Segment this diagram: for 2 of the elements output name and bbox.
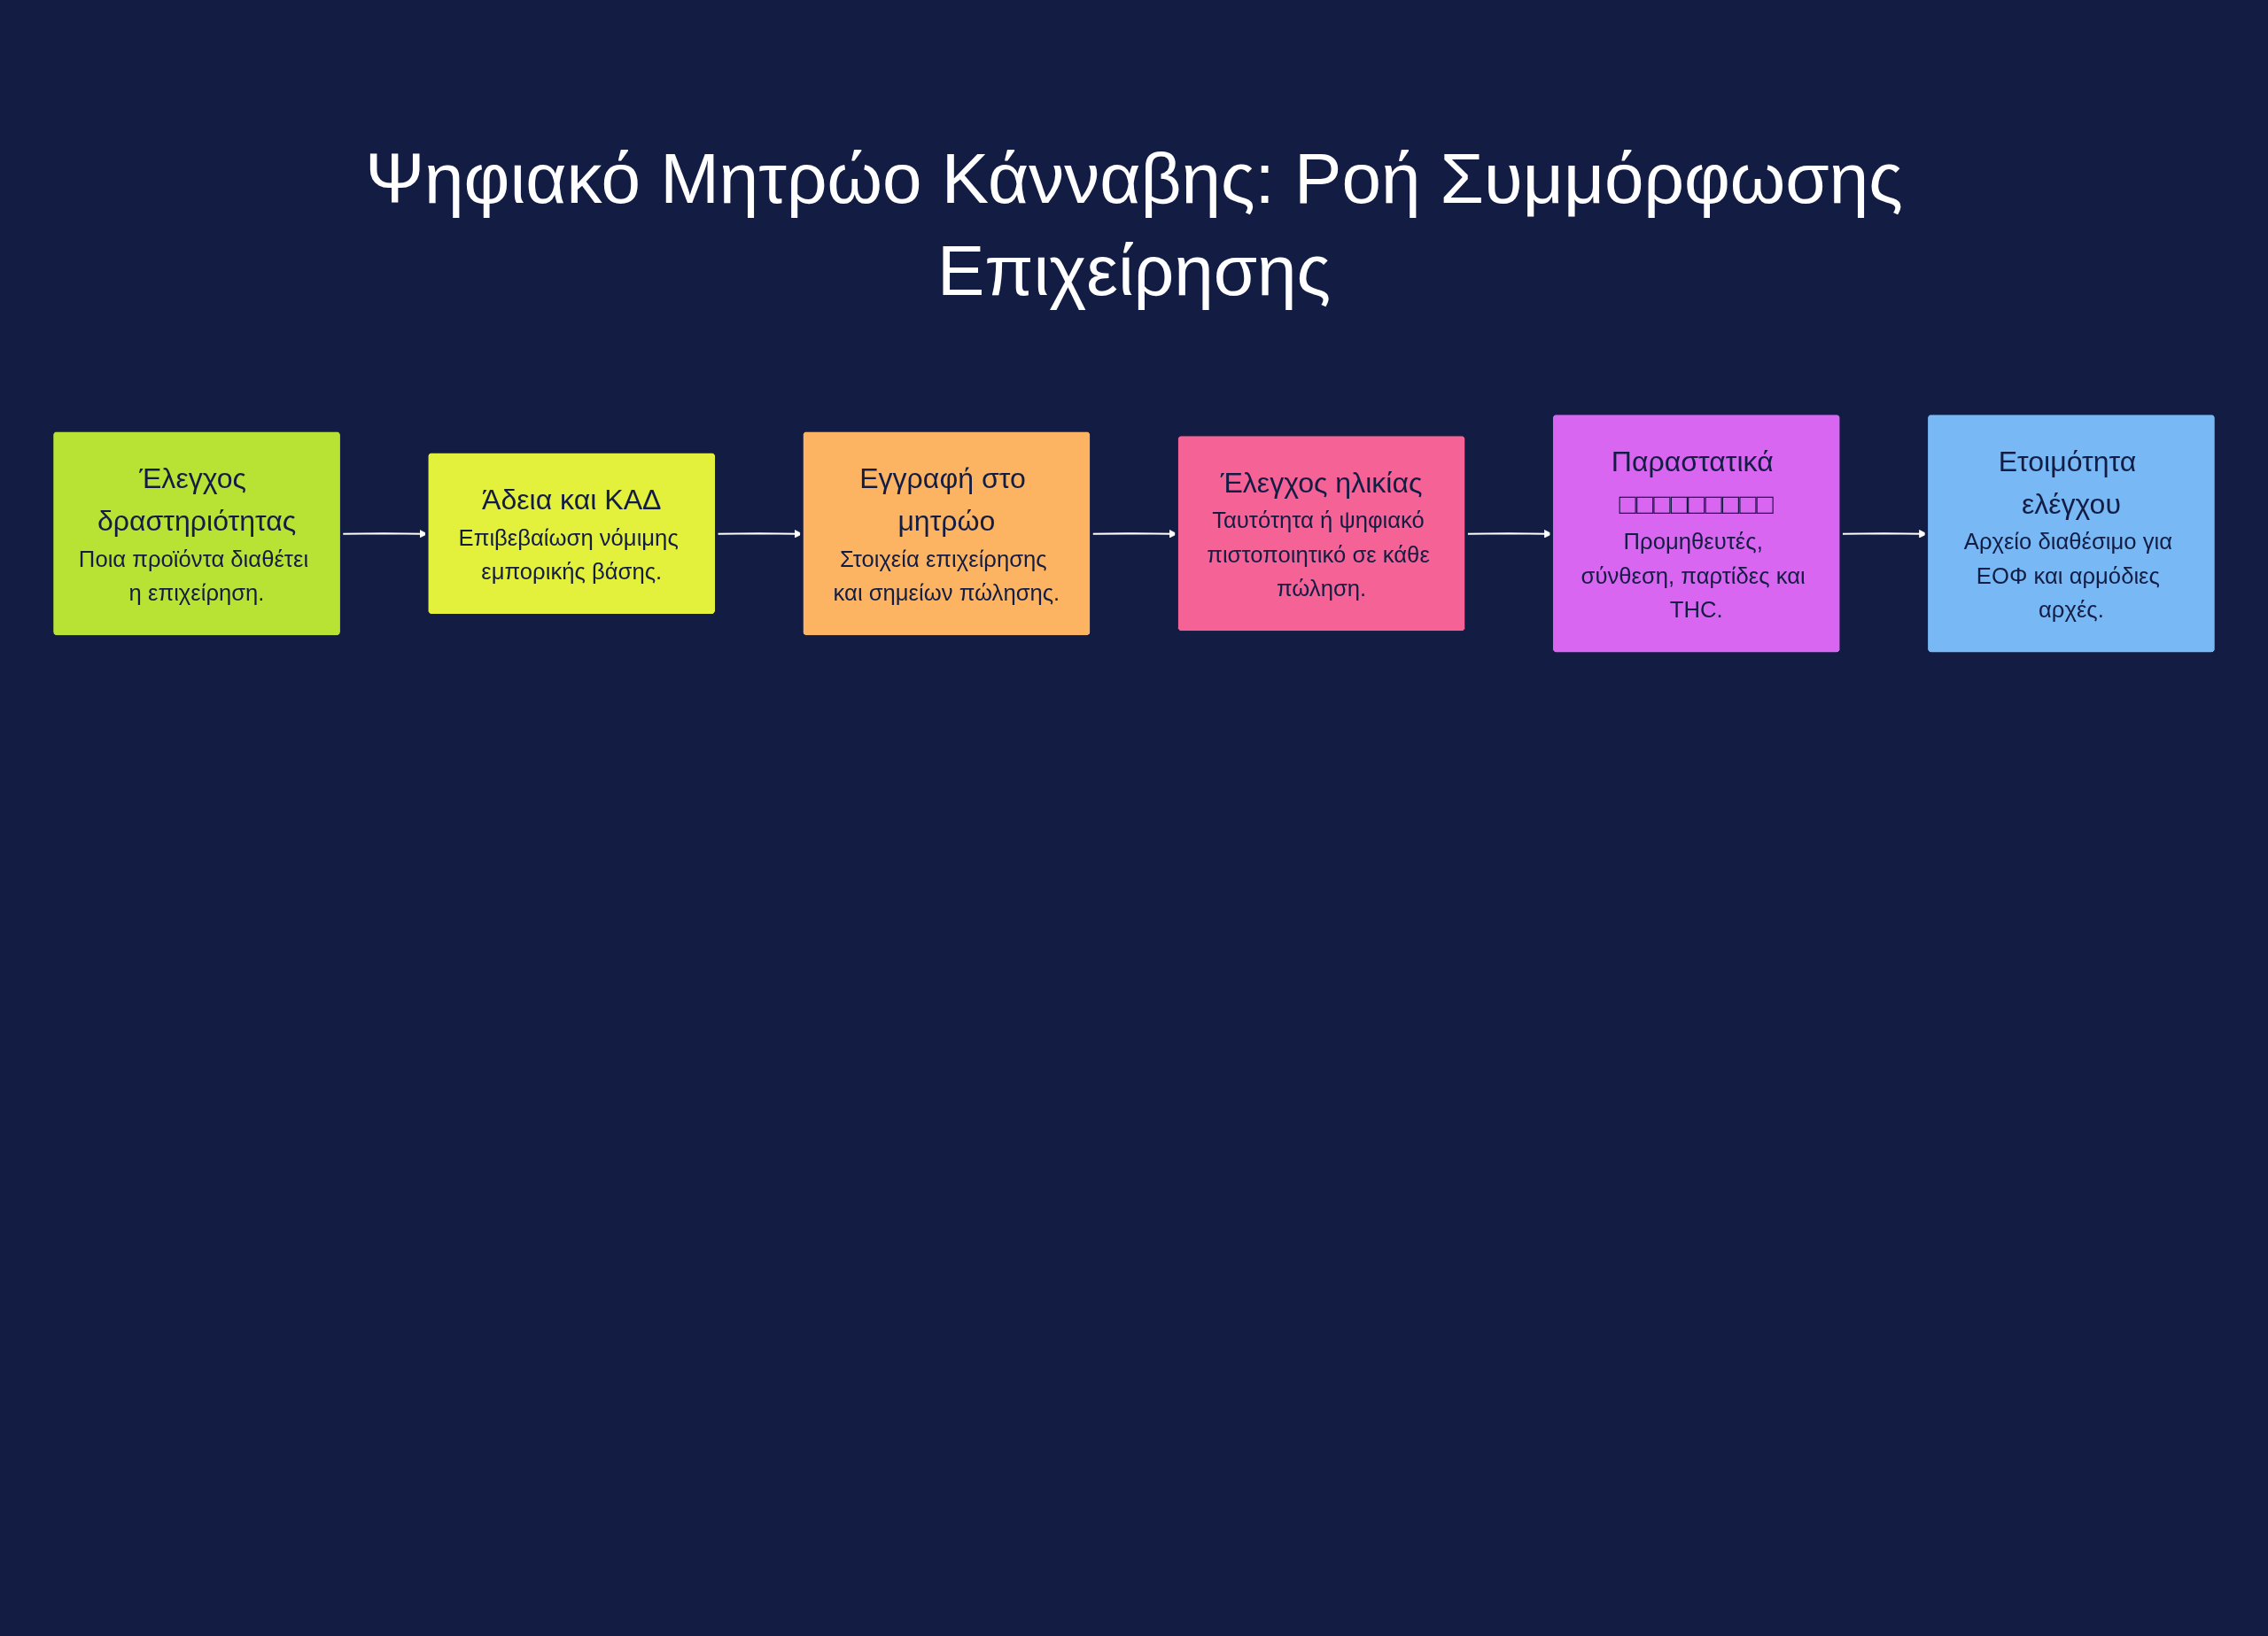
title: Ψηφιακό Μητρώο Κάνναβης: Ροή Συμμόρφωσης Επιχείρησης bbox=[364, 138, 1904, 312]
flowchart: Έλεγχος δραστηριότητας Ποια προϊόντα διαθέτει η επιχείρηση. Άδεια και ΚΑΔ Επιβεβαίωση νόμιμης εμπορικής βάσης. Εγγραφή στο μητρώο Στοιχεία επιχείρησης και σημείων πώλησης. Έλεγχος ηλικίας Ταυτότητα ή ψηφιακό πιστοποιητικό σε κάθε πώληση. Παραστατικά □□□□□□□□□ Προμηθευτές, σύνθεση, παρτίδες και THC. Ετοιμότητα ελέγχου Αρχείο διαθέσιμο για ΕΟΦ και αρμόδιες αρχές. bbox=[44, 406, 2224, 662]
